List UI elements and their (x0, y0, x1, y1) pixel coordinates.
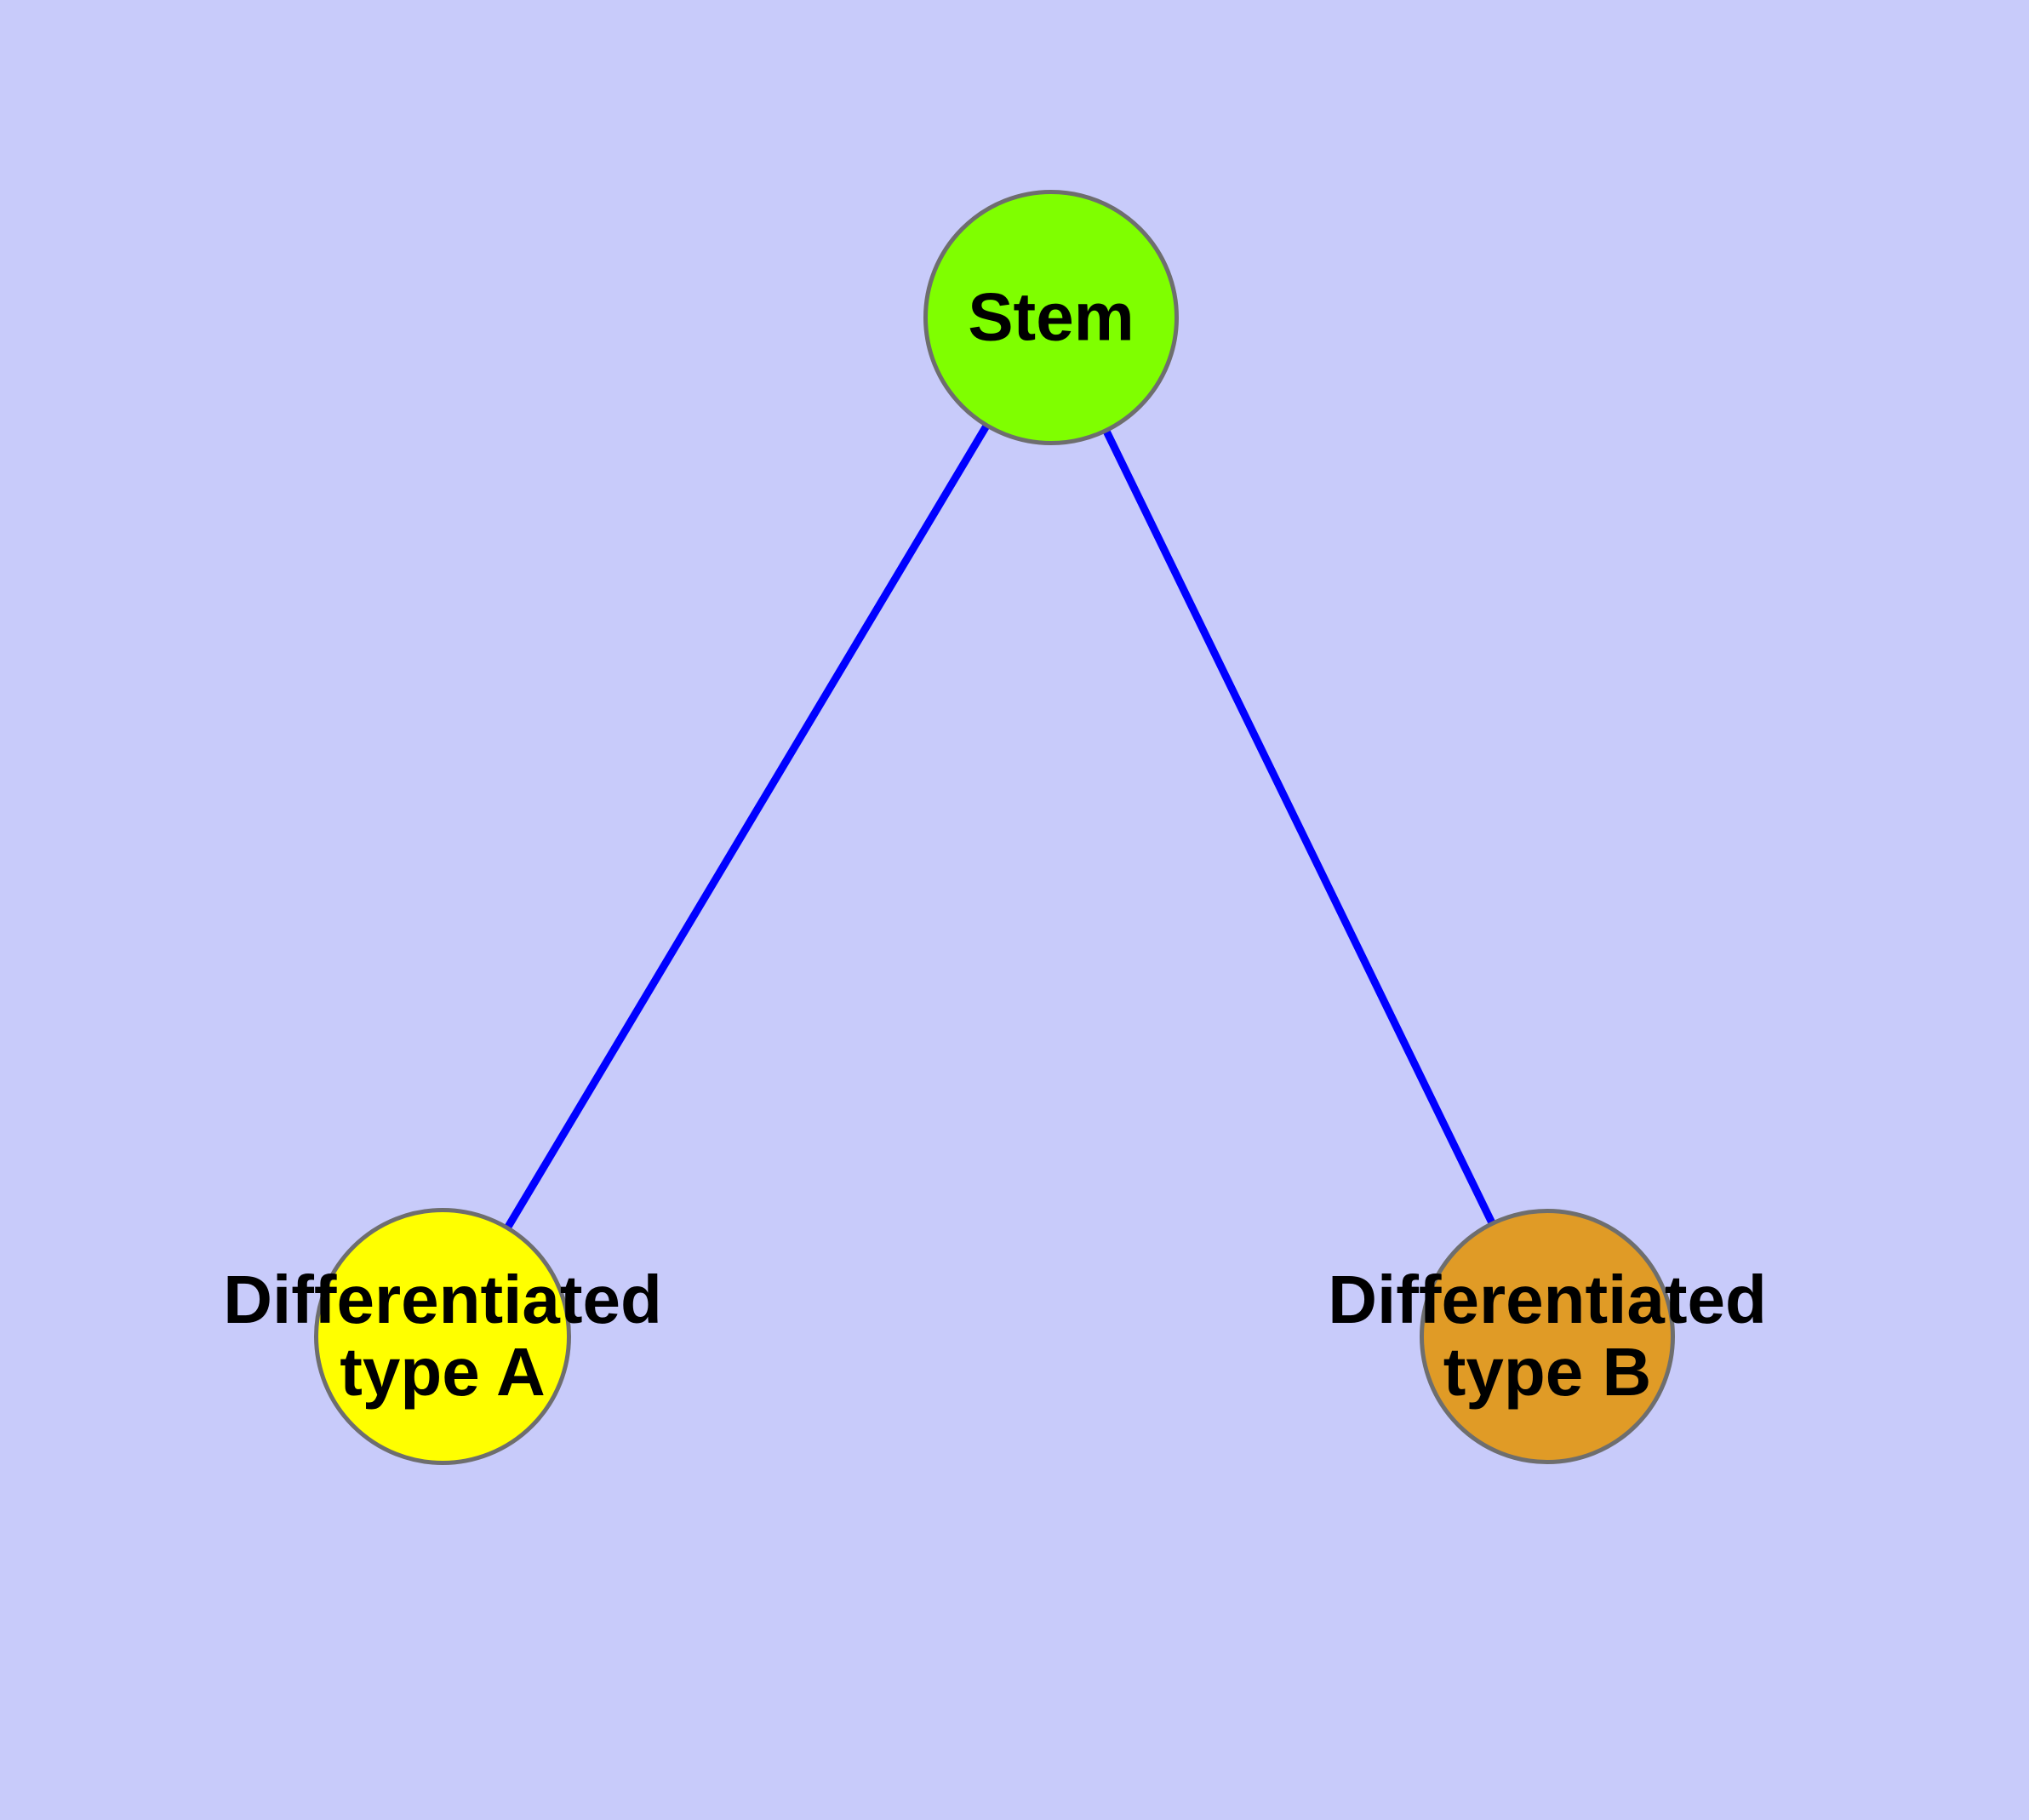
node-layer (314, 190, 1675, 1465)
graph-edge[interactable] (1101, 426, 1497, 1228)
graph-edge[interactable] (502, 421, 992, 1233)
graph-node-diff-a[interactable] (314, 1208, 571, 1465)
graph-node-diff-b[interactable] (1420, 1209, 1675, 1464)
edge-layer (502, 421, 1497, 1233)
graph-node-stem[interactable] (923, 190, 1179, 445)
